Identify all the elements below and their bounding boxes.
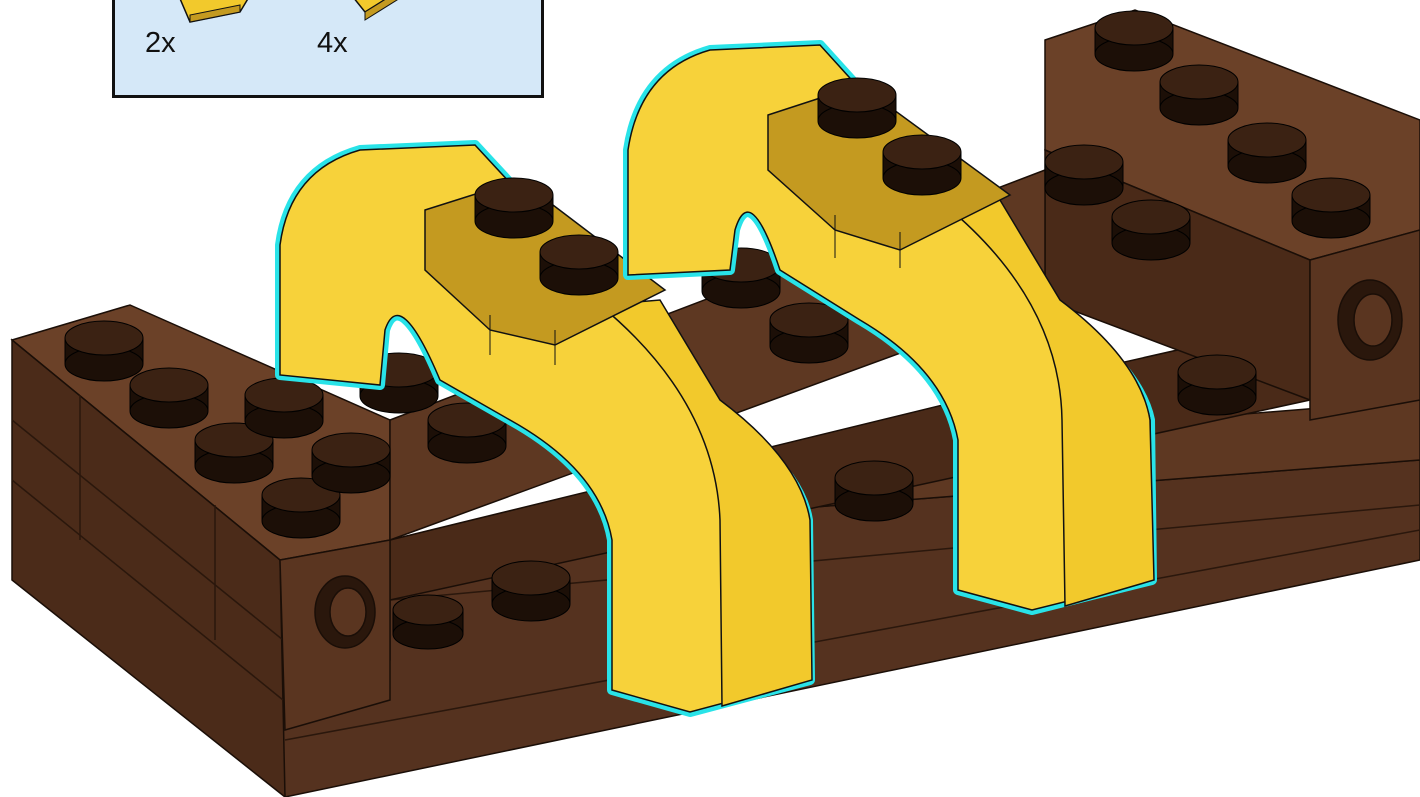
stud <box>65 321 143 381</box>
stud <box>1292 178 1370 238</box>
stud <box>1228 123 1306 183</box>
stud <box>130 368 208 428</box>
stud <box>883 135 961 195</box>
stud <box>312 433 390 493</box>
stud <box>818 78 896 138</box>
parts-list-callout: 2x 4x <box>112 0 544 98</box>
stud <box>1095 11 1173 71</box>
parts-qty-plate: 4x <box>317 29 348 58</box>
arch-piece-icon <box>170 0 260 27</box>
parts-qty-arch: 2x <box>145 29 176 58</box>
stud <box>393 595 463 649</box>
stud <box>540 235 618 295</box>
stud <box>1178 355 1256 415</box>
stud <box>770 303 848 363</box>
stud <box>1045 145 1123 205</box>
stud <box>835 461 913 521</box>
stud <box>1160 65 1238 125</box>
stud <box>1112 200 1190 260</box>
stud <box>245 378 323 438</box>
stud <box>492 561 570 621</box>
plate-2x1-piece-icon <box>345 0 435 27</box>
stud <box>475 178 553 238</box>
